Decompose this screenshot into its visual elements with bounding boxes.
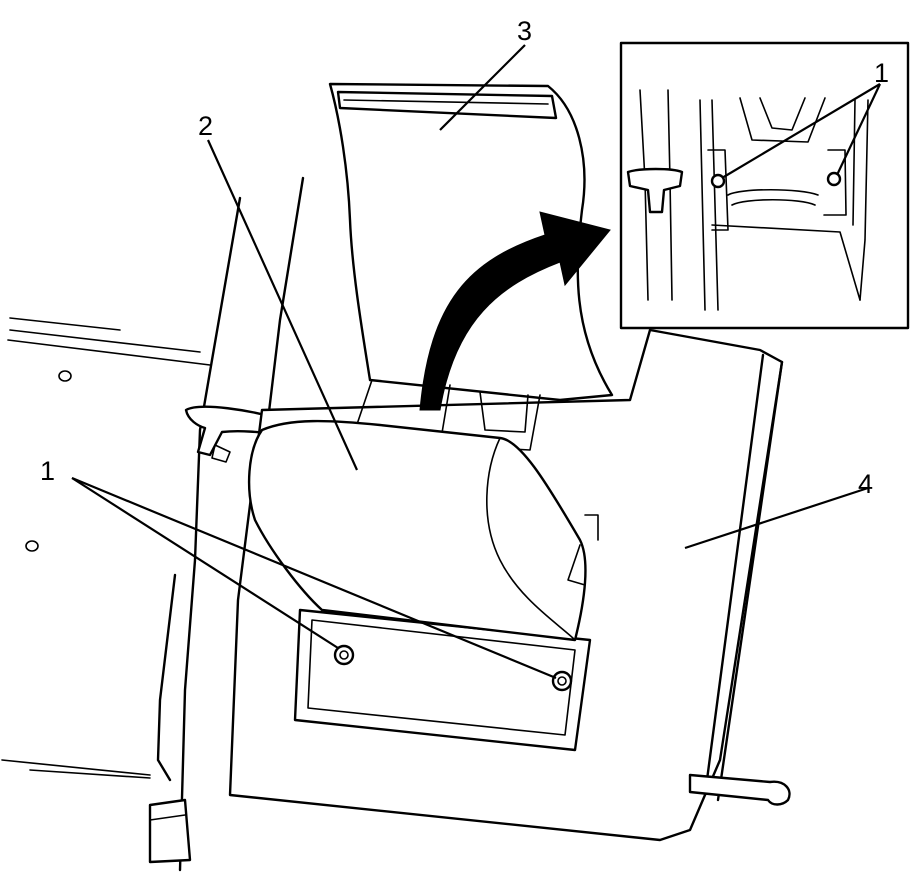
callout-1: 1 [40,456,55,486]
background-trim-lines [1,317,211,782]
callout-1-inset: 1 [874,58,889,88]
fastener-left [333,644,355,666]
leader-lines [71,44,881,680]
callout-3: 3 [517,16,532,46]
callout-4: 4 [858,469,873,499]
fastener-right [551,670,573,692]
callout-2: 2 [198,111,213,141]
seat-base-corner [148,798,192,864]
curved-arrow-icon [419,211,611,411]
detail-inset [619,41,910,330]
